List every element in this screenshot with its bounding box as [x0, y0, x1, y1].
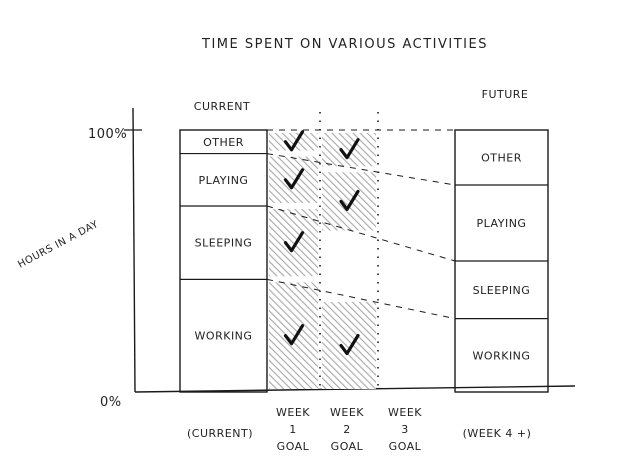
goal-cell-other — [322, 133, 376, 167]
x-tick-label: 3 — [401, 423, 409, 436]
check-icon — [283, 324, 305, 346]
chart-title: Time Spent on Various Activities — [201, 37, 488, 52]
check-icon — [339, 189, 360, 211]
goal-cell-other — [269, 133, 318, 151]
check-icon — [283, 130, 305, 152]
x-tick-label: Goal — [277, 440, 310, 453]
check-icon — [339, 138, 360, 160]
current-bar — [179, 129, 268, 393]
x-tick-label: (Current) — [187, 427, 253, 440]
future-segment-label-other: Other — [481, 152, 522, 165]
x-tick-label: Goal — [331, 440, 364, 453]
x-tick-label: 2 — [343, 423, 351, 436]
transition-line — [266, 278, 456, 320]
check-icon — [339, 333, 360, 356]
x-tick-label: Week — [330, 406, 364, 419]
goal-cell-playing — [269, 156, 318, 203]
future-segment-label-working: Working — [473, 349, 531, 362]
y-axis — [132, 107, 136, 393]
goal-cell-sleeping — [269, 208, 318, 277]
y-axis-label: Hours in a Day — [16, 219, 101, 271]
transition-line — [266, 205, 456, 262]
current-segment-label-working: Working — [195, 330, 253, 343]
x-tick-label: Week — [388, 406, 422, 419]
current-segment-label-sleeping: Sleeping — [195, 237, 253, 250]
future-segment-label-sleeping: Sleeping — [473, 284, 531, 297]
x-tick-label: 1 — [289, 423, 297, 436]
check-icon — [283, 231, 305, 253]
current-segment-label-playing: Playing — [199, 174, 249, 187]
x-tick-label: (Week 4 +) — [463, 427, 532, 440]
y-tick-0: 0% — [100, 395, 122, 410]
current-segment-label-other: Other — [203, 136, 244, 149]
goal-cell-working — [269, 282, 318, 389]
x-tick-label: Goal — [389, 440, 422, 453]
x-tick-label: Week — [276, 406, 310, 419]
goal-cell-playing — [322, 172, 376, 231]
current-group-label: Current — [194, 100, 250, 113]
y-tick-100: 100% — [88, 127, 127, 142]
future-group-label: Future — [482, 88, 529, 101]
goal-cell-working — [322, 301, 376, 389]
transition-line — [266, 153, 456, 186]
check-icon — [283, 168, 305, 190]
future-segment-label-playing: Playing — [477, 217, 527, 230]
